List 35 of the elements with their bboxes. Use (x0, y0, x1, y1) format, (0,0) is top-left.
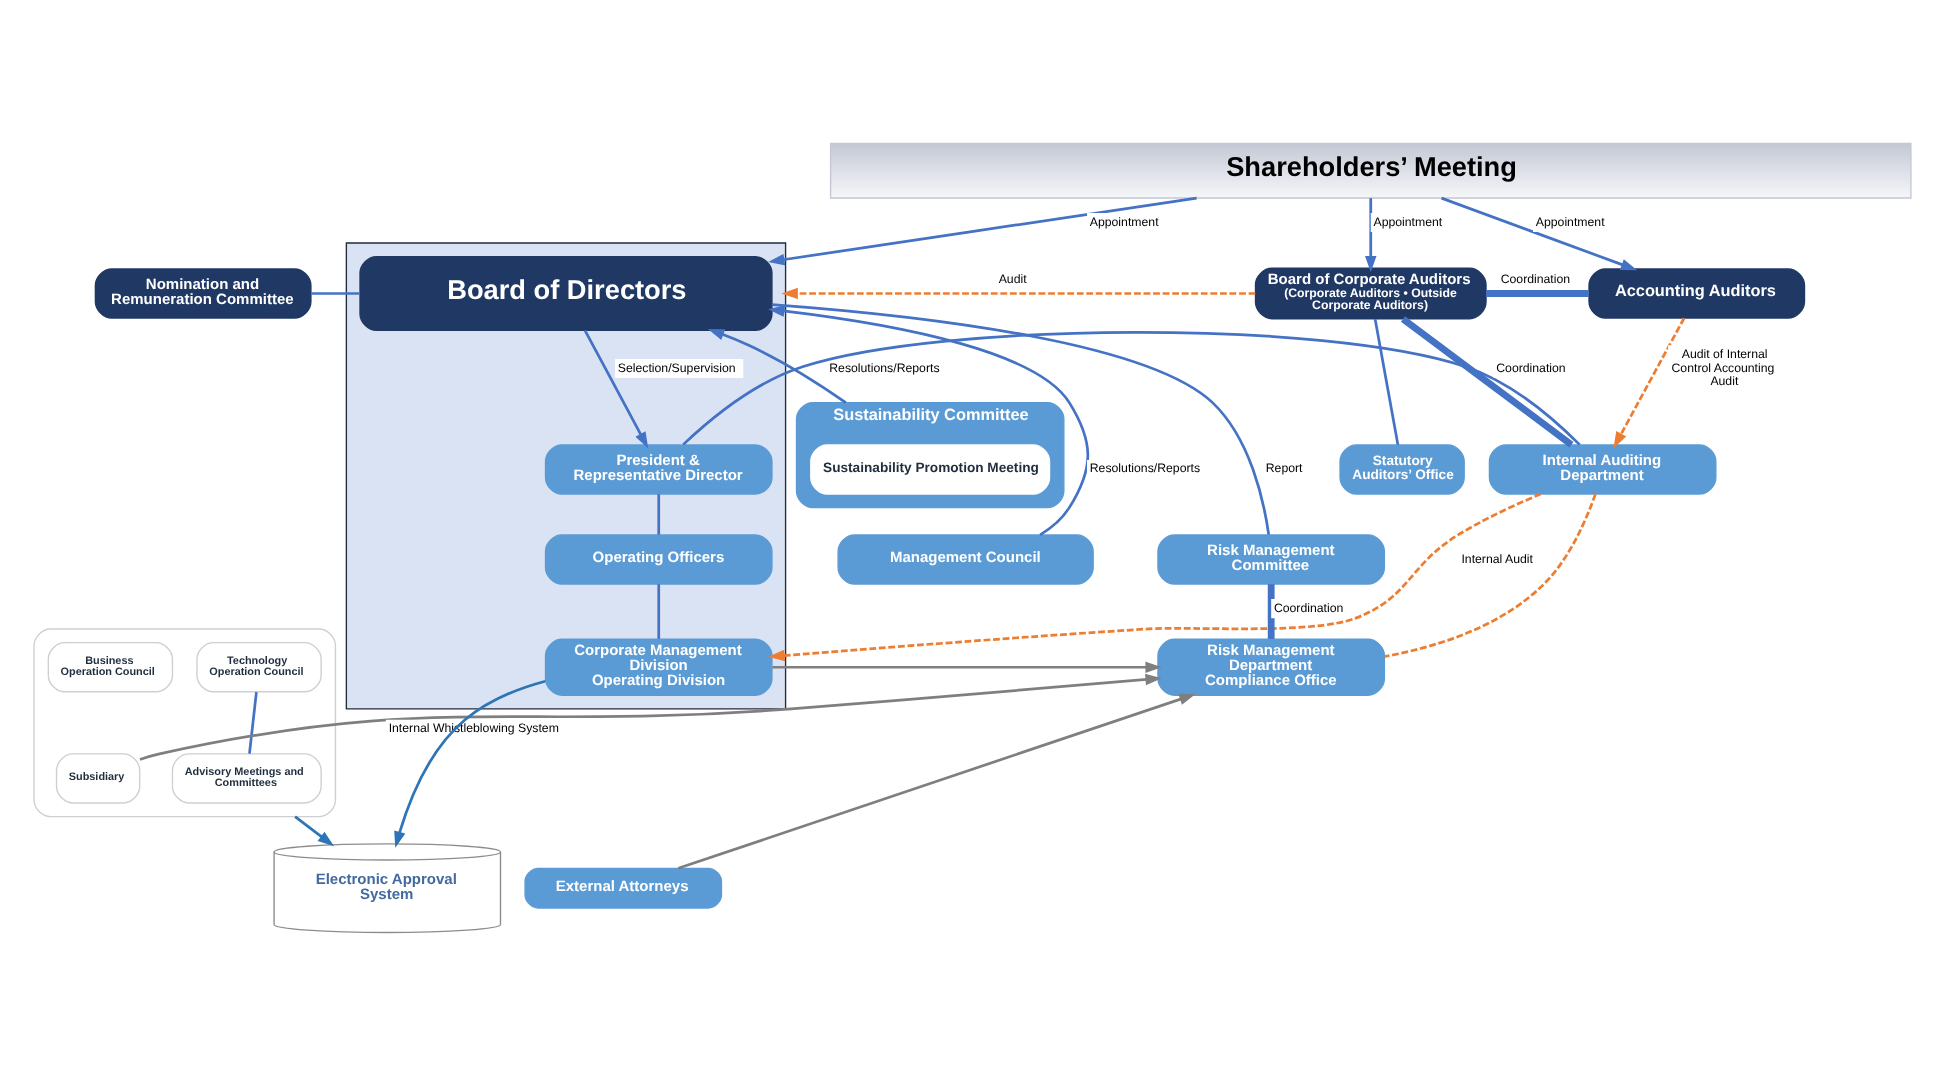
connector (1267, 584, 1275, 639)
arrow (1441, 196, 1638, 271)
arrow (139, 673, 1162, 761)
node-box: External Attorneys (524, 867, 723, 909)
node-box: Risk Management Committee (1157, 534, 1386, 585)
arrow (768, 196, 1197, 266)
arrow (294, 815, 335, 847)
connector (1384, 493, 1597, 658)
connector (657, 584, 661, 639)
arrow (772, 661, 1162, 673)
arrow (1613, 317, 1686, 449)
node-box: Management Council (837, 534, 1094, 585)
connector (657, 494, 661, 535)
node-box: Internal Auditing Department (1488, 444, 1717, 495)
node-box: Risk Management Department Compliance Office (1157, 638, 1386, 696)
node-box: Shareholders’ Meeting (829, 142, 1912, 199)
node-box: Nomination and Remuneration Committee (94, 268, 312, 319)
arrow (583, 329, 649, 449)
arrow (677, 693, 1196, 870)
arrow (768, 305, 1090, 536)
connector (311, 292, 360, 295)
connector (682, 330, 1581, 446)
arrow (1365, 198, 1377, 273)
node-box: President & Representative Director (544, 444, 773, 495)
cluster (33, 628, 337, 818)
connector (771, 303, 1271, 535)
connector (248, 691, 258, 754)
arrow (781, 287, 1256, 300)
arrow (394, 679, 546, 848)
node-box: Board of Directors (359, 256, 773, 331)
node-box: Corporate Management Division Operating Division (544, 638, 773, 696)
connector (1373, 318, 1400, 445)
connector (1486, 290, 1589, 297)
arrow (707, 329, 847, 404)
node-box: Operating Officers (544, 534, 773, 585)
